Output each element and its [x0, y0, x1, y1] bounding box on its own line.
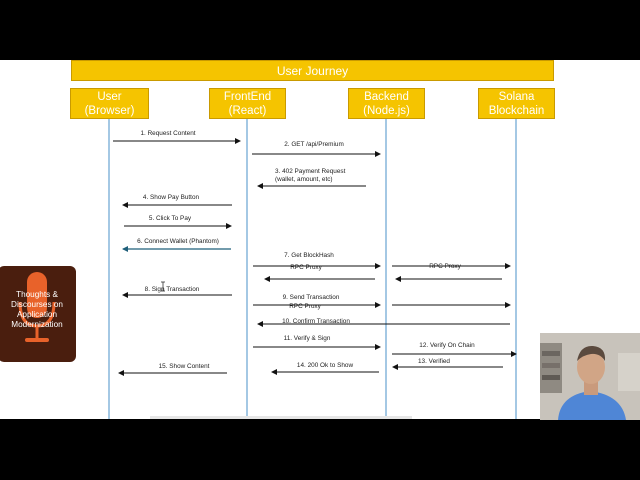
- message-3-detail: (wallet, amount, etc): [275, 176, 333, 183]
- text-cursor-icon: [161, 281, 165, 292]
- actor-backend-sub: (Node.js): [363, 105, 410, 117]
- message-7: 7. Get BlockHash: [284, 252, 334, 259]
- actor-frontend-sub: (React): [228, 105, 267, 117]
- message-7-proxy-left: RPC Proxy: [290, 264, 322, 271]
- logo-line-1: Thoughts &: [16, 290, 58, 299]
- message-11: 11. Verify & Sign: [283, 335, 331, 342]
- diagram-title: User Journey: [71, 60, 554, 81]
- message-8: 8. Sign Transaction: [144, 286, 200, 293]
- message-3: 3. 402 Payment Request: [275, 168, 346, 175]
- message-7-proxy-right: RPC Proxy: [429, 263, 461, 270]
- actor-user-sub: (Browser): [84, 105, 135, 117]
- message-12: 12. Verify On Chain: [419, 342, 475, 349]
- message-9: 9. Send Transaction: [282, 294, 340, 301]
- message-14: 14. 200 Ok to Show: [296, 362, 354, 369]
- logo-line-4: Modernization: [11, 320, 63, 329]
- message-15: 15. Show Content: [158, 363, 210, 370]
- message-5: 5. Click To Pay: [148, 215, 192, 222]
- actor-backend: Backend (Node.js): [348, 88, 425, 119]
- actor-frontend: FrontEnd (React): [209, 88, 286, 119]
- slide-bottom-strip: [150, 416, 412, 419]
- presenter-video: [540, 333, 640, 420]
- message-4: 4. Show Pay Button: [142, 194, 200, 201]
- logo-line-3: Application: [16, 310, 58, 319]
- sequence-diagram-lines: [108, 119, 517, 419]
- message-10: 10. Confirm Transaction: [282, 318, 350, 325]
- actor-user-name: User: [97, 91, 122, 103]
- message-1: 1. Request Content: [140, 130, 196, 137]
- slide-canvas: User Journey User (Browser) FrontEnd (Re…: [0, 60, 640, 419]
- microphone-icon: [18, 272, 56, 342]
- logo-line-2: Discourses on: [11, 300, 63, 309]
- message-2: 2. GET /api/Premium: [284, 141, 344, 148]
- message-9-proxy: RPC Proxy: [289, 303, 321, 310]
- message-13: 13. Verified: [418, 358, 450, 365]
- actor-user: User (Browser): [70, 88, 149, 119]
- channel-logo-text: Thoughts & Discourses on Application Mod…: [0, 290, 76, 330]
- message-6: 6. Connect Wallet (Phantom): [137, 238, 219, 245]
- actor-solana-name: Solana: [498, 91, 535, 103]
- webcam-overlay: [540, 333, 640, 420]
- actor-solana: Solana Blockchain: [478, 88, 555, 119]
- actor-solana-sub: Blockchain: [488, 105, 545, 117]
- channel-logo: Thoughts & Discourses on Application Mod…: [0, 266, 76, 362]
- actor-backend-name: Backend: [364, 91, 409, 103]
- actor-frontend-name: FrontEnd: [223, 91, 272, 103]
